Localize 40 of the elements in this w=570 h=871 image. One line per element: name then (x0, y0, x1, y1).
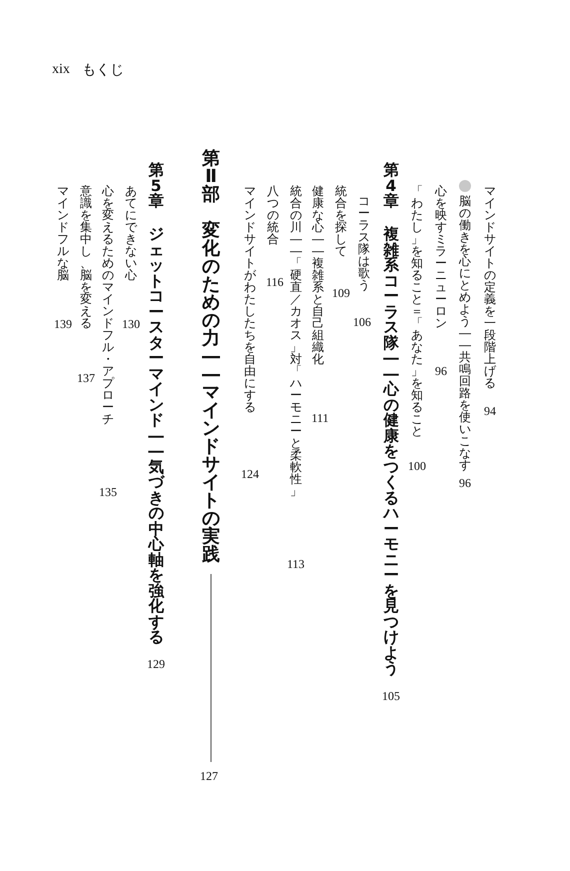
page-number: 127 (200, 770, 218, 782)
toc-entry: マインドサイトの定義を一段階上げる (484, 185, 496, 389)
chapter-number: 第5章 (148, 163, 164, 210)
page-number: 100 (408, 460, 426, 472)
page-number: 96 (435, 365, 447, 377)
leader-rule (210, 574, 212, 762)
toc-entry: 脳の働きを心にとめよう――共鳴回路を使いこなす (459, 195, 472, 471)
page-number: 111 (312, 412, 329, 424)
toc-entry: 心を映すミラーニューロン (435, 185, 448, 329)
page-number: 137 (77, 372, 95, 384)
page-number: 105 (382, 690, 400, 702)
toc-entry: 統合の川――「硬直／カオス」対「ハーモニーと柔軟性」 (290, 185, 302, 497)
page-number: 130 (122, 318, 140, 330)
page-number: 94 (484, 405, 496, 417)
part-heading: 変化のための力――マインドサイトの実践 (202, 222, 220, 564)
page-number: xix (52, 63, 70, 77)
page-number: 106 (353, 316, 371, 328)
toc-entry: 統合を探して (335, 185, 348, 257)
toc-entry: 意識を集中し、脳を変える (80, 185, 92, 329)
toc-entry: コーラス隊は歌う (358, 195, 370, 291)
page-number: 113 (287, 558, 305, 570)
page-number: 135 (99, 486, 117, 498)
page-number: 129 (147, 658, 165, 670)
page-number: 116 (266, 276, 284, 288)
running-header: もくじ (82, 63, 124, 77)
toc-entry: 「わたし」を知ること＝「あなた」を知ること (411, 185, 424, 437)
toc-entry: 心を変えるためのマインドフル・アプローチ (102, 185, 114, 425)
toc-entry: マインドサイトがわたしたちを自由にする (244, 185, 256, 413)
toc-entry: マインドフルな脳 (57, 185, 70, 281)
page-number: 109 (332, 287, 350, 299)
chapter-heading: 複雑系コーラス隊――心の健康をつくるハーモニーを見つけよう (383, 227, 399, 676)
page-number: 139 (54, 318, 72, 330)
chapter-number: 第4章 (383, 163, 399, 210)
toc-entry: あてにできない心 (125, 185, 138, 281)
toc-entry: 八つの統合 (267, 185, 280, 245)
page-number: 124 (241, 468, 259, 480)
part-number: 第Ⅱ部 (202, 150, 220, 204)
toc-entry: 健康な心――複雑系と自己組織化 (312, 185, 324, 365)
page-number: 96 (459, 477, 471, 489)
chapter-heading: ジェットコースターマインド――気づきの中心軸を強化する (148, 227, 164, 646)
